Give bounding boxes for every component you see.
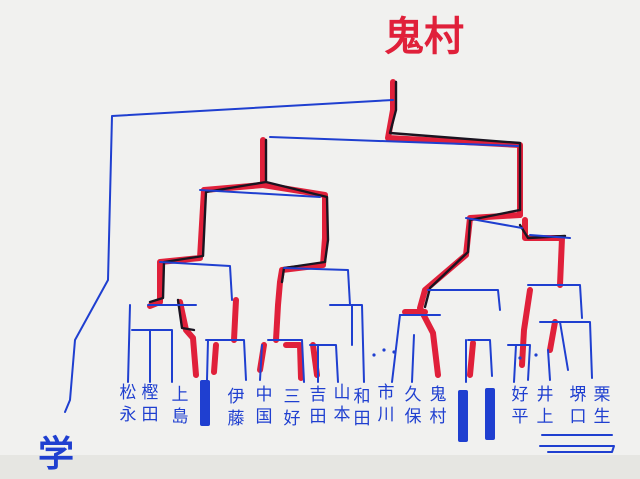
player-name-sakaguchi-char: 口 bbox=[570, 407, 587, 427]
stray-dots bbox=[372, 348, 538, 360]
player-name-ichikawa-char: 川 bbox=[378, 405, 395, 425]
player-name-kashida-char: 田 bbox=[142, 405, 159, 425]
player-name-sakaguchi-char: 堺 bbox=[570, 385, 587, 405]
player-name-matsunaga-char: 松 bbox=[120, 383, 137, 403]
player-name-kurio-char: 栗 bbox=[594, 385, 611, 405]
blank-block bbox=[485, 388, 495, 440]
blank-block bbox=[458, 390, 468, 442]
player-name-yoshihira-char: 平 bbox=[512, 407, 529, 427]
player-name-ichikawa-char: 市 bbox=[378, 383, 395, 403]
blank-marker-blocks bbox=[200, 380, 495, 442]
player-name-inoue-char: 上 bbox=[537, 407, 554, 427]
player-name-miyoshi-char: 三 bbox=[284, 387, 301, 407]
paper-shadow bbox=[0, 455, 640, 479]
player-name-yoshida-char: 田 bbox=[310, 407, 327, 427]
corner-label: 学 bbox=[38, 433, 74, 475]
player-name-miyoshi-char: 好 bbox=[284, 409, 301, 429]
player-name-yoshihira-char: 好 bbox=[512, 385, 529, 405]
player-name-kubo-char: 久 bbox=[405, 385, 422, 405]
player-name-onimura-char: 鬼 bbox=[430, 385, 447, 405]
player-name-kashida-char: 樫 bbox=[142, 383, 159, 403]
player-name-kurio-char: 生 bbox=[594, 407, 611, 427]
bracket-lines-blue bbox=[64, 99, 615, 453]
winner-title: 鬼村 bbox=[384, 14, 464, 60]
blank-block bbox=[200, 380, 210, 426]
player-name-yoshida-char: 吉 bbox=[310, 385, 327, 405]
player-name-kamishima-char: 島 bbox=[172, 407, 189, 427]
player-name-yamamoto-char: 山 bbox=[334, 383, 351, 403]
player-name-ito-char: 藤 bbox=[228, 409, 245, 429]
player-name-onimura-char: 村 bbox=[430, 407, 447, 427]
player-name-matsunaga-char: 永 bbox=[120, 405, 137, 425]
player-name-nakakuni-char: 国 bbox=[256, 407, 273, 427]
player-name-kubo-char: 保 bbox=[405, 407, 422, 427]
player-name-wada-char: 和 bbox=[354, 387, 371, 407]
player-name-kamishima-char: 上 bbox=[172, 385, 189, 405]
player-name-yamamoto-char: 本 bbox=[334, 405, 351, 425]
winner-path-black bbox=[148, 80, 567, 332]
player-name-inoue-char: 井 bbox=[537, 385, 554, 405]
player-name-ito-char: 伊 bbox=[228, 387, 245, 407]
player-name-nakakuni-char: 中 bbox=[256, 385, 273, 405]
player-name-wada-char: 田 bbox=[354, 409, 371, 429]
